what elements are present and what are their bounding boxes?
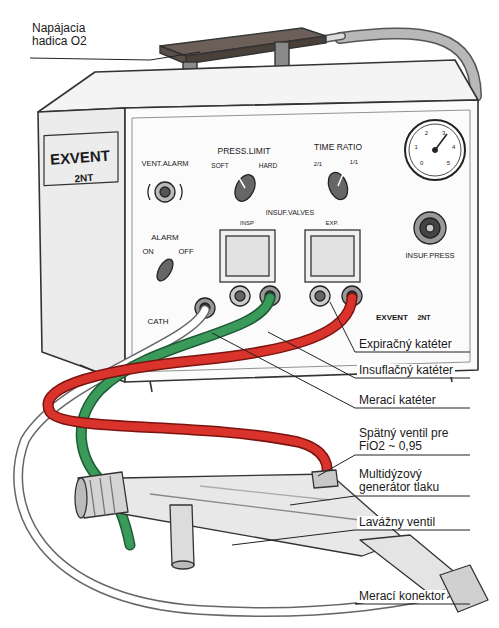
panel-label: OFF: [179, 248, 194, 256]
expiratory-catheter: [48, 298, 352, 480]
pressure-generator: [150, 494, 360, 520]
panel-label: VENT.ALARM: [141, 160, 188, 168]
control-knob: [325, 170, 351, 202]
part-label: Insuflačný katéter: [357, 364, 455, 377]
tube-socket: [230, 286, 250, 306]
panel-label: EXP.: [326, 220, 339, 227]
leader-line: [212, 333, 470, 408]
control-knob: [180, 184, 182, 200]
gauge-number: 1: [415, 144, 418, 151]
valve-window: [311, 236, 354, 276]
valve-window: [305, 230, 360, 282]
ventilator-housing: [38, 108, 125, 382]
carry-handle: [186, 36, 326, 64]
control-knob: [148, 170, 446, 284]
gauge-number: 3: [442, 130, 445, 137]
gauge-number: 2: [425, 130, 428, 137]
tube-socket: [315, 291, 325, 301]
tube-socket: [195, 286, 362, 318]
panel-label: 1/1: [350, 159, 358, 166]
control-knob: [148, 184, 150, 200]
brand-logo: 2NT: [417, 314, 430, 322]
pressure-generator: [170, 505, 194, 565]
brand-logo: 2NT: [74, 172, 94, 184]
control-knob: [426, 224, 434, 232]
gauge-number: 5: [447, 160, 450, 167]
leader-line: [30, 58, 150, 60]
pressure-gauge: [405, 120, 465, 180]
leader-line: [232, 530, 470, 545]
valve-window: [226, 236, 269, 276]
pressure-generator: [440, 565, 488, 612]
ventilator-housing: [150, 381, 152, 392]
expiratory-catheter: [48, 298, 352, 480]
brand-logo: EXVENT: [376, 314, 408, 323]
gauge-number: 4: [452, 144, 455, 151]
panel-label: INSUF.PRESS: [405, 252, 454, 260]
pressure-gauge: [433, 148, 438, 153]
ventilator-housing: [38, 60, 478, 392]
control-knob: [160, 187, 170, 197]
panel-label: PRESS.LIMIT: [218, 147, 271, 156]
part-label: Expiračný katéter: [357, 338, 454, 351]
valve-window: [220, 230, 275, 282]
panel-label: ON: [142, 248, 153, 256]
panel-label: ALARM: [151, 234, 179, 243]
valve-window: [220, 230, 360, 282]
panel-label: SOFT: [211, 162, 228, 169]
pressure-generator: [110, 476, 115, 514]
pressure-generator: [200, 486, 330, 500]
brand-logo: EXVENT: [49, 148, 110, 169]
panel-label: INSUF.VALVES: [266, 209, 314, 217]
part-label: Merací katéter: [357, 394, 438, 407]
pressure-generator: [172, 561, 194, 569]
control-knob: [414, 212, 446, 244]
pressure-generator: [90, 480, 95, 516]
control-knob: [231, 172, 259, 205]
tube-socket: [310, 286, 330, 306]
control-knob: [420, 218, 440, 238]
part-label: Lavážny ventil: [357, 516, 437, 529]
part-label: Merací konektor: [357, 590, 447, 603]
pressure-gauge: [405, 120, 465, 180]
pressure-gauge: [409, 124, 461, 176]
pressure-generator: [312, 470, 338, 488]
ventilator-housing: [44, 132, 118, 186]
leader-line: [355, 590, 470, 604]
leader-line: [30, 52, 470, 604]
part-label: Multidýzový generátor tlaku: [357, 468, 471, 494]
panel-label: 2/1: [314, 161, 322, 168]
leader-line: [330, 302, 470, 352]
control-knob: [155, 182, 175, 202]
leader-line: [268, 332, 470, 378]
panel-label: TIME RATIO: [314, 143, 362, 152]
pressure-generator: [100, 478, 105, 515]
leader-line: [150, 52, 200, 60]
part-label: Napájacia hadica O2: [30, 22, 114, 48]
gauge-number: 0: [420, 160, 423, 167]
tube-socket: [235, 291, 245, 301]
panel-label: INSP: [240, 220, 254, 227]
leader-line: [290, 496, 470, 505]
control-knob: [238, 176, 245, 188]
control-knob: [154, 257, 176, 284]
part-label: Spätný ventil pre FiO2 ~ 0,95: [357, 427, 471, 453]
pressure-generator: [75, 478, 87, 518]
expiratory-catheter: [48, 298, 352, 480]
control-knob: [338, 174, 343, 186]
panel-label: HARD: [259, 162, 277, 169]
panel-label: CATH: [147, 318, 168, 327]
